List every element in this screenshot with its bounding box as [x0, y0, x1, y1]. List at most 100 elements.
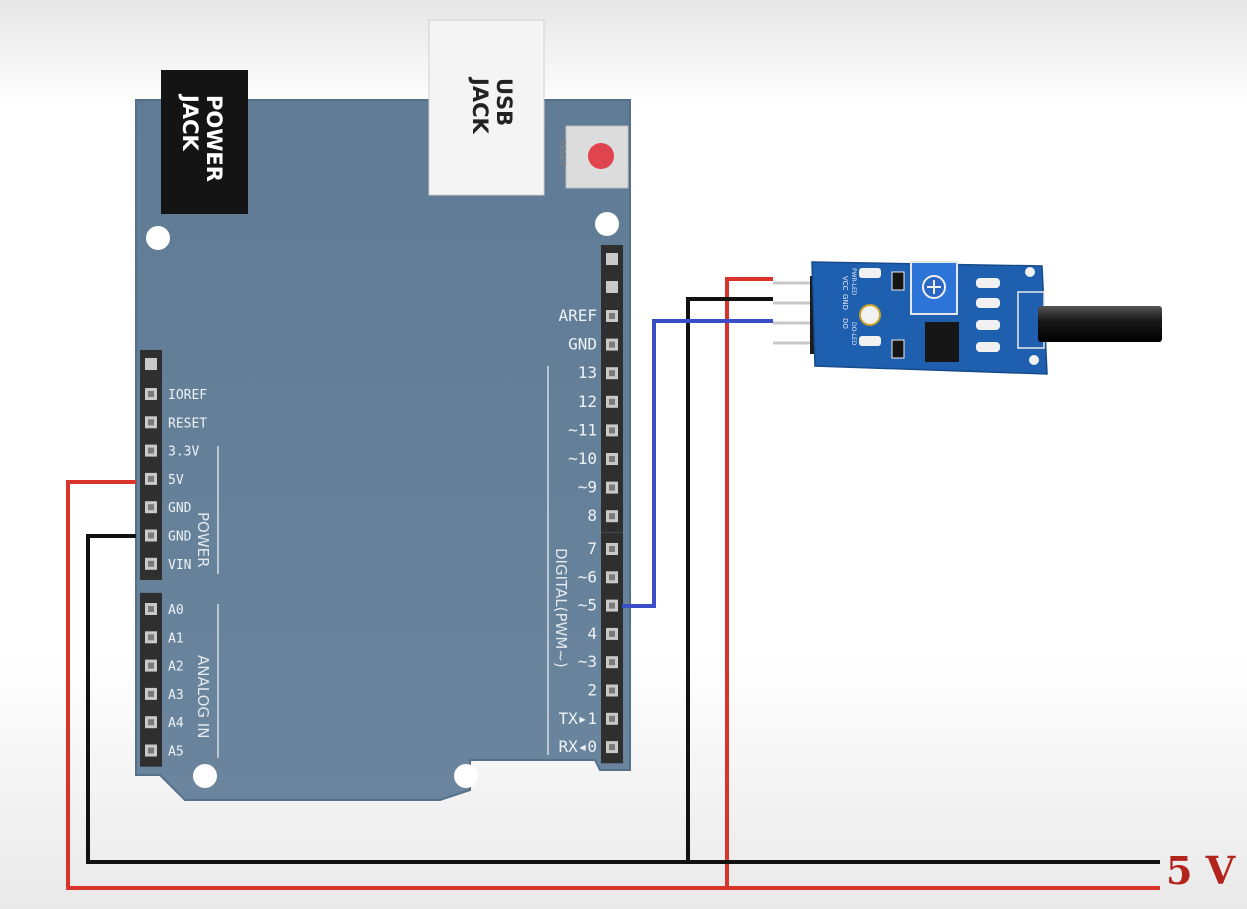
header-pin-hole — [148, 719, 154, 726]
header-pin-hole — [609, 574, 615, 581]
pin-label: ~6 — [578, 567, 597, 586]
usb-jack-label: USB JACK — [468, 76, 516, 134]
power-group-label: POWER — [194, 512, 212, 568]
wires — [66, 277, 1160, 890]
pin-label: ~10 — [568, 449, 597, 468]
power-jack-label-line1: POWER — [202, 95, 226, 182]
pin-label: A5 — [168, 745, 184, 760]
header-pin-hole — [148, 391, 154, 397]
header-pin — [606, 253, 618, 265]
pin-label: 7 — [587, 539, 597, 558]
smd-capacitor — [976, 298, 1000, 308]
header-pin-hole — [148, 606, 154, 612]
header-pin-hole — [609, 744, 615, 751]
header-pin-hole — [609, 546, 615, 552]
header-pin-hole — [148, 475, 154, 482]
pin-label: A3 — [168, 688, 184, 703]
header-pin-hole — [609, 687, 615, 694]
sensor-pin-label-vcc: VCC — [841, 276, 849, 291]
header-pin-hole — [609, 398, 615, 405]
sensor-pin-label-gnd: GND — [841, 294, 849, 310]
comparator-chip — [925, 322, 959, 362]
smd-resistor — [891, 339, 905, 359]
potentiometer-slot-icon — [927, 280, 941, 294]
pin-label: ~5 — [578, 596, 597, 615]
pin-label: 8 — [587, 506, 597, 525]
sensor-pin-label-do: DO — [841, 318, 849, 329]
mounting-hole — [595, 212, 619, 236]
tilt-sensor-module: VCC GND DO PWR-LED DO-LED — [773, 261, 1162, 375]
header-pin-hole — [609, 630, 615, 637]
sensor-silk-do-led: DO-LED — [850, 322, 857, 346]
usb-jack-label-line2: JACK — [468, 76, 492, 134]
reset-button-cap — [588, 143, 614, 169]
pin-label: AREF — [558, 306, 597, 325]
header-strip — [601, 299, 623, 533]
header-pin-hole — [148, 419, 154, 426]
header-pin — [606, 281, 618, 293]
smd-resistor — [891, 271, 905, 291]
mounting-hole — [193, 764, 217, 788]
analog-group-label: ANALOG IN — [194, 655, 212, 738]
header-pin-hole — [148, 634, 154, 641]
header-strip — [601, 532, 623, 764]
pin-label: 3.3V — [168, 445, 199, 460]
pin-label: TX▸1 — [558, 709, 597, 728]
tilt-switch-probe — [1038, 306, 1162, 342]
pin-label: A2 — [168, 660, 184, 675]
header-pin-hole — [609, 427, 615, 434]
wire-5v-arduino — [66, 480, 1160, 890]
supply-voltage-label: 5 V — [1166, 848, 1237, 893]
header-pin-hole — [609, 456, 615, 462]
smd-capacitor — [976, 342, 1000, 352]
mounting-hole — [146, 226, 170, 250]
wire-5v-sensor — [725, 277, 773, 888]
pin-label: A4 — [168, 716, 184, 731]
header-pin-hole — [148, 690, 154, 697]
pin-label: RX◂0 — [558, 737, 597, 756]
header-pin-hole — [609, 602, 615, 609]
smd-led — [859, 336, 881, 346]
pin-label: 13 — [578, 363, 597, 382]
power-jack — [161, 70, 248, 214]
header-pin-hole — [609, 341, 615, 348]
wire-signal-d5 — [622, 319, 773, 608]
header-pin-hole — [609, 513, 615, 520]
header-pin-hole — [148, 747, 154, 754]
smd-capacitor — [976, 320, 1000, 330]
header-pin-hole — [609, 484, 615, 491]
header-pin-hole — [148, 532, 154, 539]
arduino-board: POWER JACK USB JACK RESET IOREFRESET3.3V… — [135, 19, 631, 801]
header-pin-hole — [609, 313, 615, 319]
sensor-corner-hole — [1025, 267, 1035, 277]
header-pin-hole — [609, 659, 615, 666]
pin-label: 12 — [578, 392, 597, 411]
pin-label: 5V — [168, 473, 184, 488]
header-pin — [145, 358, 157, 370]
pin-label: RESET — [168, 416, 207, 431]
power-jack-label-line2: JACK — [178, 93, 202, 151]
digital-group-label: DIGITAL(PWM~) — [552, 548, 570, 668]
pin-label: A1 — [168, 631, 184, 646]
right-upper-header: AREF GND 13 12 ~11 ~10 ~9 8 — [558, 245, 623, 533]
smd-capacitor — [976, 278, 1000, 288]
usb-jack — [428, 19, 545, 196]
pin-label: 4 — [587, 624, 597, 643]
mounting-hole — [454, 764, 478, 788]
pin-label: ~9 — [578, 478, 597, 497]
pin-label: A0 — [168, 603, 184, 618]
reset-label: RESET — [558, 140, 567, 166]
pin-label: GND — [168, 501, 192, 516]
smd-led — [859, 268, 881, 278]
power-jack-label: POWER JACK — [178, 93, 226, 189]
header-pin-hole — [148, 560, 154, 567]
header-pin-hole — [609, 370, 615, 377]
pin-label: GND — [568, 335, 597, 354]
sensor-mounting-hole — [859, 304, 881, 326]
pin-label: ~3 — [578, 652, 597, 671]
pin-label: ~11 — [568, 420, 597, 439]
